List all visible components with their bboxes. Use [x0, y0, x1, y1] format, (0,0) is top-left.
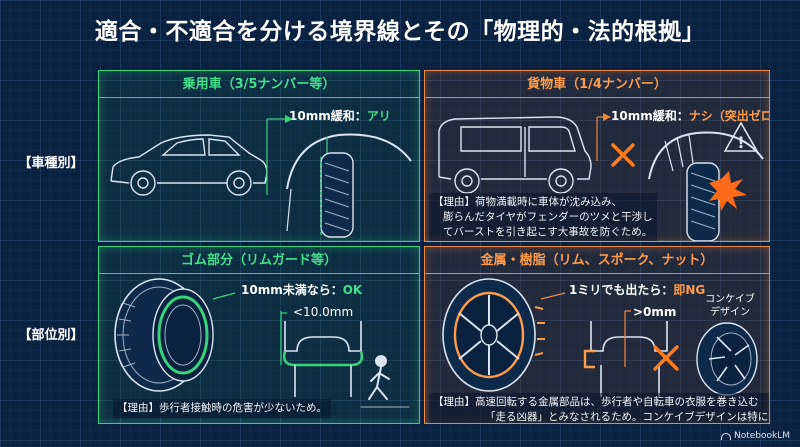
pedestrian-icon — [360, 355, 410, 408]
panel-cargo-vehicle: 貨物車（1/4ナンバー） 10mm緩和：ナシ（突出ゼロ） — [424, 70, 770, 242]
reason-line: 【理由】高速回転する金属部品は、歩行者や自転車の衣服を巻き込む — [433, 396, 759, 408]
reason-rubber: 【理由】歩行者接触時の危害が少ないため。 — [113, 399, 331, 418]
rubber-illustration — [114, 278, 410, 408]
callout-rubber: 10mm未満なら：OK — [241, 281, 362, 298]
callout-metal: 1ミリでも出たら：即NG — [569, 281, 705, 298]
panel-header: 貨物車（1/4ナンバー） — [425, 71, 769, 98]
callout-passenger: 10mm緩和：アリ — [289, 107, 391, 124]
panel-rubber-part: ゴム部分（リムガード等） 10mm未満なら：OK <10.0mm 【理由】歩行 — [98, 246, 420, 424]
cargo-illustration: ! — [438, 113, 764, 241]
page-title: 適合・不適合を分ける境界線とその「物理的・法的根拠」 — [94, 19, 706, 45]
callout-prefix: 10mm未満なら： — [241, 283, 343, 297]
reason-line: 膨らんだタイヤがフェンダーのツメと干渉し — [443, 211, 653, 223]
tire-closeup-icon — [286, 133, 412, 238]
callout-cargo: 10mm緩和：ナシ（突出ゼロ） — [611, 107, 769, 124]
reason-line: 【理由】荷物満載時に車体が沈み込み、 — [433, 196, 622, 208]
row-label-part: 【部位別】 — [18, 328, 84, 343]
tire-interference-icon — [648, 131, 764, 241]
warning-icon: ! — [723, 121, 759, 152]
sedan-icon — [110, 134, 268, 196]
panel-header: 乗用車（3/5ナンバー等） — [99, 71, 419, 98]
callout-value: OK — [342, 283, 363, 297]
tire-icon — [114, 278, 214, 392]
panel-metal-part: 金属・樹脂（リム、スポーク、ナット） 1ミリでも出たら：即NG >0mm コンケ… — [424, 246, 770, 424]
passenger-illustration — [110, 115, 412, 238]
concave-line: コンケイブ — [705, 294, 755, 305]
callout-value: アリ — [366, 109, 391, 123]
concave-line: デザイン — [710, 307, 750, 318]
concave-wheel-icon — [696, 322, 758, 396]
metal-illustration — [442, 278, 758, 397]
row-label-vehicle: 【車種別】 — [18, 156, 84, 171]
panel-header: ゴム部分（リムガード等） — [99, 247, 419, 274]
svg-text:!: ! — [737, 133, 744, 152]
logo-text: NotebookLM — [733, 431, 790, 441]
callout-prefix: 10mm緩和： — [289, 109, 367, 123]
sidewall-section-icon — [280, 311, 364, 397]
reason-cargo: 【理由】荷物満載時に車体が沈み込み、 膨らんだタイヤがフェンダーのツメと干渉し … — [429, 193, 657, 241]
callout-value: ナシ（突出ゼロ） — [688, 109, 769, 123]
measure-rubber: <10.0mm — [293, 305, 354, 319]
reason-line: 「走る凶器」とみなされるため。コンケイブデザインは特に注意。 — [485, 411, 770, 423]
callout-prefix: 10mm緩和： — [611, 109, 689, 123]
ng-x-icon — [611, 143, 635, 167]
reason-metal: 【理由】高速回転する金属部品は、歩行者や自転車の衣服を巻き込む 「走る凶器」とみ… — [429, 393, 770, 423]
callout-value: 即NG — [673, 283, 706, 297]
van-icon — [438, 116, 592, 194]
panel-header: 金属・樹脂（リム、スポーク、ナット） — [425, 247, 769, 274]
callout-prefix: 1ミリでも出たら： — [569, 283, 674, 297]
ng-x-icon — [653, 345, 679, 371]
rim-section-icon — [583, 310, 668, 397]
measure-metal: >0mm — [633, 305, 677, 319]
concave-label: コンケイブ デザイン — [695, 293, 765, 319]
wheel-icon — [442, 278, 545, 392]
reason-line: てバーストを引き起こす大事故を防ぐため。 — [443, 226, 653, 238]
notebooklm-logo: NotebookLM — [720, 431, 790, 441]
panel-passenger-car: 乗用車（3/5ナンバー等） 10mm緩和：アリ — [98, 70, 420, 242]
logo-mark-icon — [720, 432, 731, 440]
